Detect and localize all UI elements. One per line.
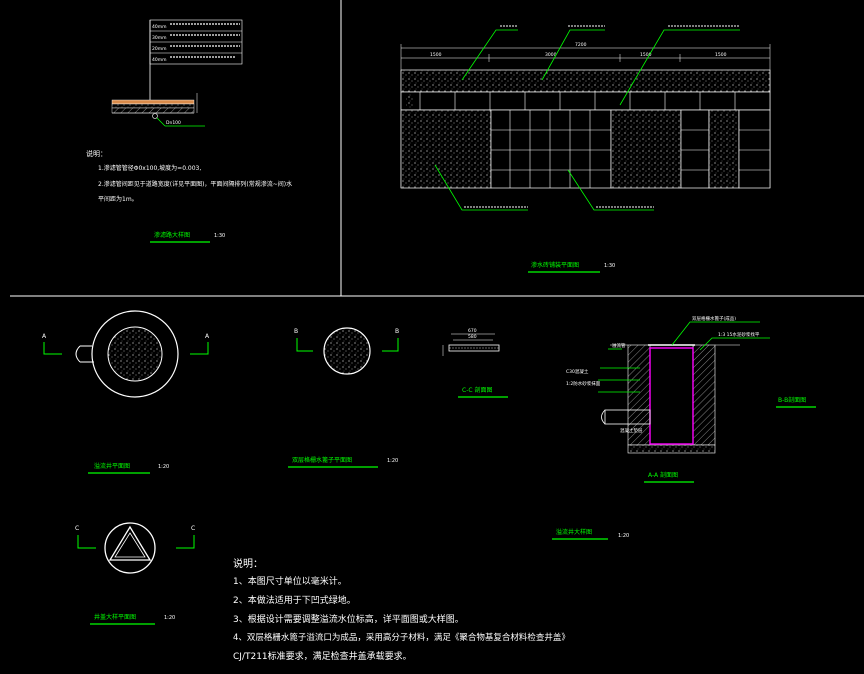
top-note-2: 2.渗滤管间距见于道路宽度(详见平面图)，平面间隔排列(常规渗流~间)水 <box>98 180 292 188</box>
note-2: 2、本做法适用于下凹式绿地。 <box>233 594 356 606</box>
note-1: 1、本图尺寸单位以毫米计。 <box>233 575 347 587</box>
top-note-3: 平间距为1m。 <box>98 195 138 203</box>
paving-plan: 1500 3000 7200 1500 1500 <box>400 25 771 211</box>
plan-c-scale: 1:20 <box>164 615 175 621</box>
dim-1: 1500 <box>430 52 442 58</box>
note-4: 4、双层格栅水篦子溢流口为成品，采用高分子材料，满足《聚合物基复合材料检查井盖》 <box>233 632 570 643</box>
pavement-layer-detail: 40mm 30mm 20mm 40mm Dn100 <box>111 19 243 127</box>
cc-title: C-C 剖面图 <box>462 386 492 394</box>
slope-note: Dn100 <box>166 120 181 126</box>
layer-note-1: 40mm <box>152 24 167 30</box>
note-3: 3、根据设计需要调整溢流水位标高，详平面图或大样图。 <box>233 613 464 625</box>
aa-label-left-2: 1:2防水砂浆抹面 <box>566 380 601 387</box>
dim-4: 1500 <box>715 52 727 58</box>
top-left-scale: 1:30 <box>214 233 225 239</box>
dim-2: 3000 <box>545 52 557 58</box>
marker-a-left: A <box>42 333 47 340</box>
cc-dim-1: 670 <box>468 328 477 334</box>
top-right-title: 渗水砖铺装平面图 <box>531 261 579 269</box>
top-right-scale: 1:30 <box>604 263 615 269</box>
aa-label-mortar: 1:3 15水泥砂浆找平 <box>718 331 760 338</box>
section-cc: 670 580 <box>442 328 500 356</box>
plan-a: A A <box>42 310 210 398</box>
marker-c-right: C <box>191 525 195 532</box>
layer-note-3: 20mm <box>152 46 167 52</box>
section-aa: 双层格栅水篦子(成品) 1:3 15水泥砂浆找平 C30混凝土 1:2防水砂浆抹… <box>566 315 770 454</box>
top-left-title: 渗滤路大样图 <box>154 231 190 239</box>
aa-title: A-A 剖面图 <box>648 471 678 479</box>
marker-a-right: A <box>205 333 210 340</box>
plan-b-scale: 1:20 <box>387 458 398 464</box>
aa-label-pipe: 溢流管 <box>612 342 626 349</box>
plan-b-title: 双层格栅水篦子平面图 <box>292 456 352 464</box>
aa-label-left-1: C30混凝土 <box>566 368 589 375</box>
aa-label-top: 双层格栅水篦子(成品) <box>692 315 736 322</box>
dim-3: 1500 <box>640 52 652 58</box>
cc-dim-2: 580 <box>468 334 477 340</box>
plan-c: C C <box>75 522 195 574</box>
well-title: 溢流井大样图 <box>556 528 592 536</box>
plan-b: B B <box>294 327 399 375</box>
top-notes-heading: 说明： <box>86 149 107 158</box>
plan-c-title: 井盖大样平面图 <box>94 613 136 621</box>
marker-b-left: B <box>294 328 298 335</box>
marker-c-left: C <box>75 525 79 532</box>
marker-b-right: B <box>395 328 399 335</box>
well-scale: 1:20 <box>618 533 629 539</box>
plan-a-title: 溢流井平面图 <box>94 462 130 470</box>
top-note-1: 1.渗滤管管径Φ0x100,坡度为=0.003, <box>98 164 201 172</box>
bb-title: B-B剖面图 <box>778 396 806 404</box>
plan-a-scale: 1:20 <box>158 464 169 470</box>
aa-label-base: 混凝土垫层 <box>620 427 643 434</box>
note-5: CJ/T211标准要求，满足检查井盖承载要求。 <box>233 650 412 662</box>
dim-total: 7200 <box>575 42 587 48</box>
notes-heading: 说明： <box>233 557 263 570</box>
layer-note-2: 30mm <box>152 35 167 41</box>
layer-note-4: 40mm <box>152 57 167 63</box>
